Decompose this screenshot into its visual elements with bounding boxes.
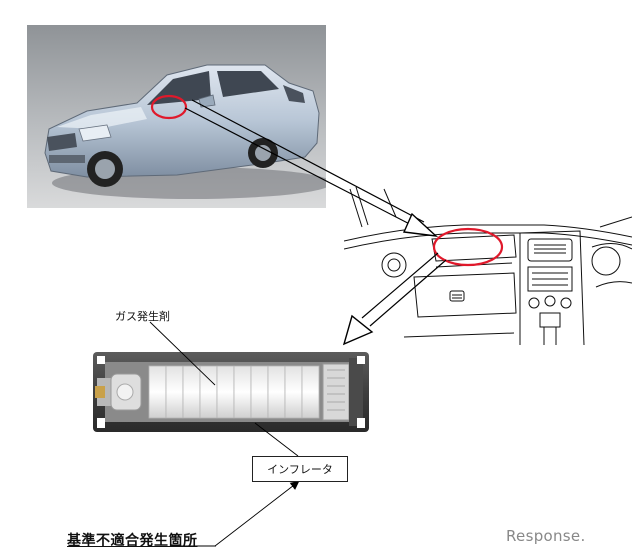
car-photo: [27, 25, 326, 208]
caption-leader: [214, 480, 300, 547]
inflator-label-box: インフレータ: [252, 456, 348, 482]
nonconformity-location-caption: 基準不適合発生箇所: [67, 533, 198, 549]
inflator-label: インフレータ: [267, 463, 333, 476]
dashboard-line-drawing: [344, 187, 632, 345]
response-watermark: Response.: [506, 527, 586, 545]
inflator-cutaway: [87, 348, 375, 436]
gas-generant-label: ガス発生剤: [115, 310, 170, 323]
